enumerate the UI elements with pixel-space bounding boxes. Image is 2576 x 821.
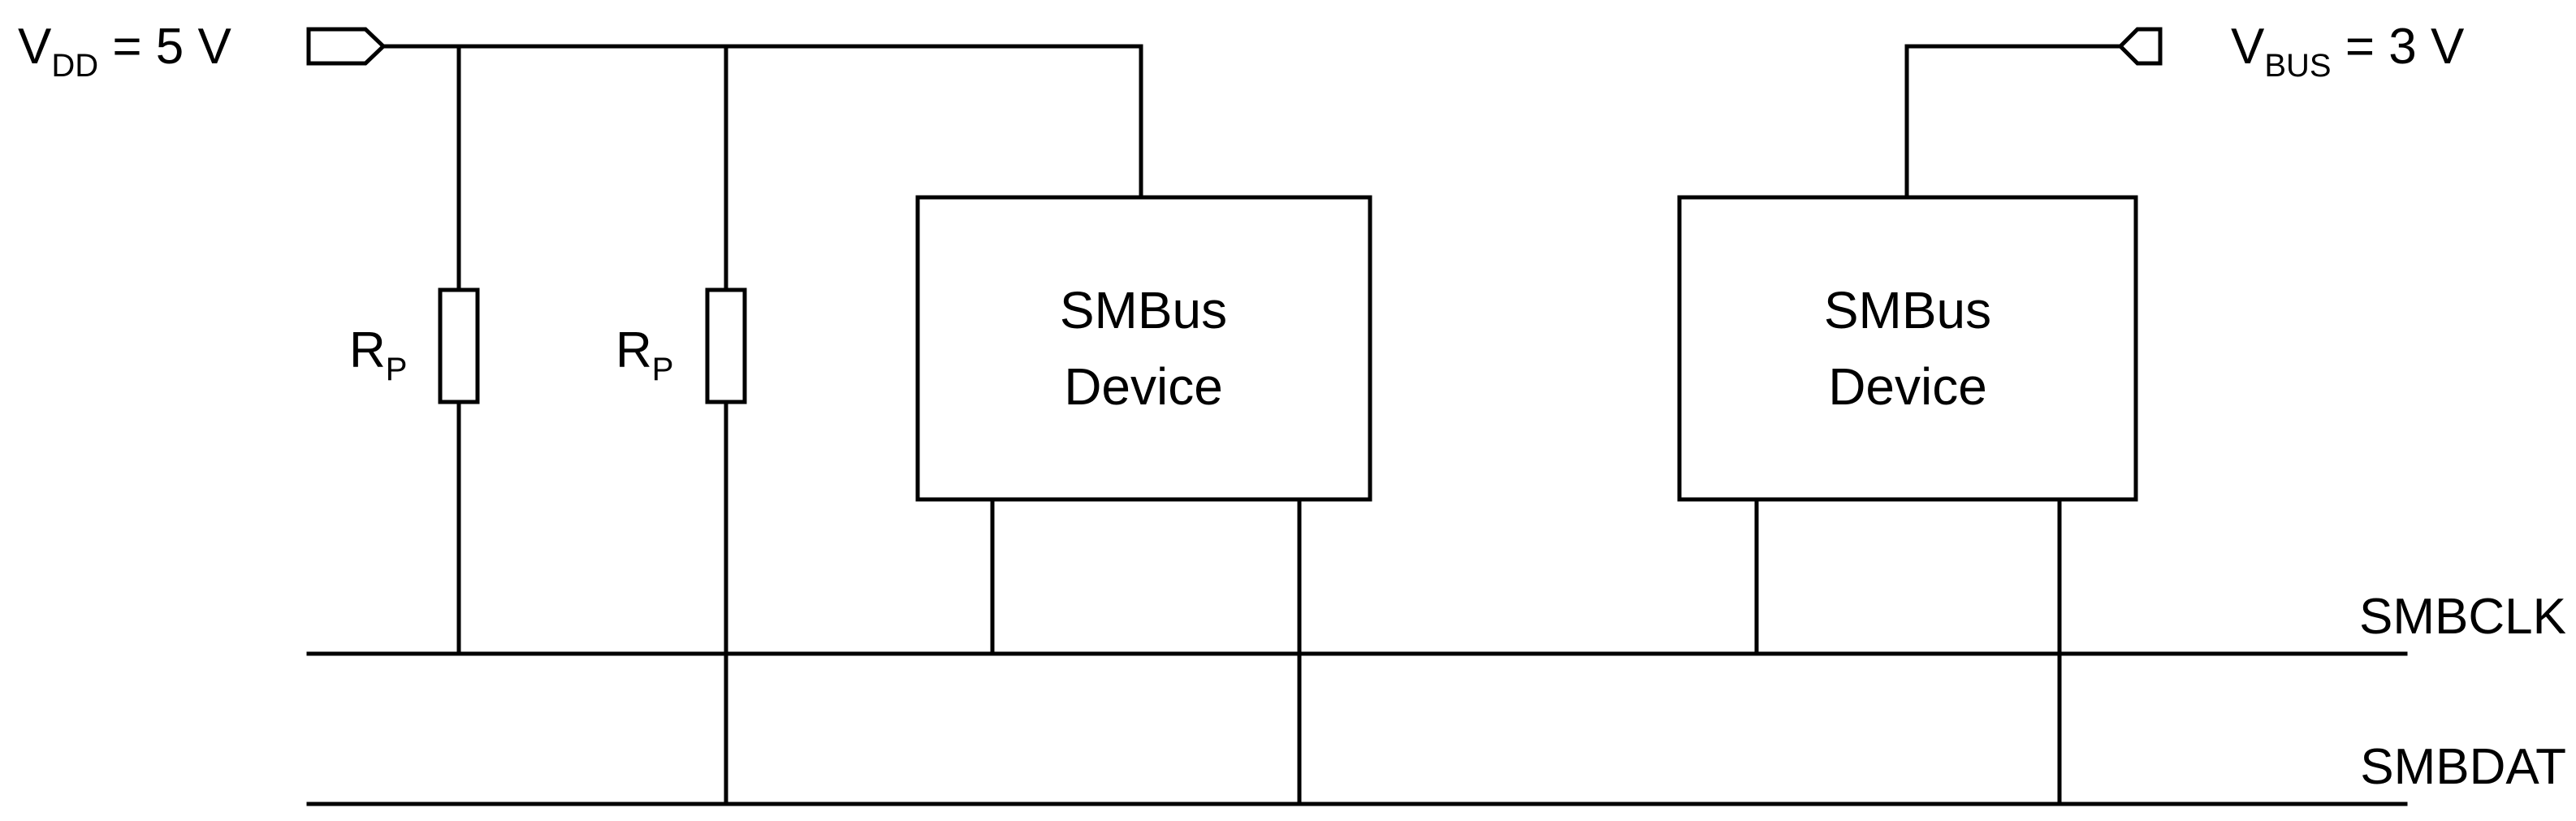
device-2-label-line1: SMBus [1824, 281, 1991, 339]
smbus-device-2 [1677, 195, 2138, 502]
resistor-rp-dat [705, 287, 747, 404]
vbus-label: VBUS = 3 V [2231, 19, 2465, 84]
vbus-port-symbol [2117, 27, 2163, 66]
resistor-label-rp-dat: RP [616, 322, 673, 387]
resistor-label-rp-clk: RP [349, 322, 407, 387]
vdd-rail [381, 44, 1143, 200]
resistor-rp-clk [438, 287, 480, 404]
vdd-port-symbol [306, 27, 387, 66]
vbus-rail [1904, 44, 2123, 200]
smbus-device-1 [915, 195, 1372, 502]
vdd-label: VDD = 5 V [18, 19, 232, 84]
device-2-label-line2: Device [1828, 357, 1987, 416]
device-1-label-line2: Device [1064, 357, 1223, 416]
device-1-label-line1: SMBus [1060, 281, 1227, 339]
smbdat-label: SMBDAT [2360, 739, 2566, 795]
smbclk-label: SMBCLK [2359, 589, 2566, 645]
